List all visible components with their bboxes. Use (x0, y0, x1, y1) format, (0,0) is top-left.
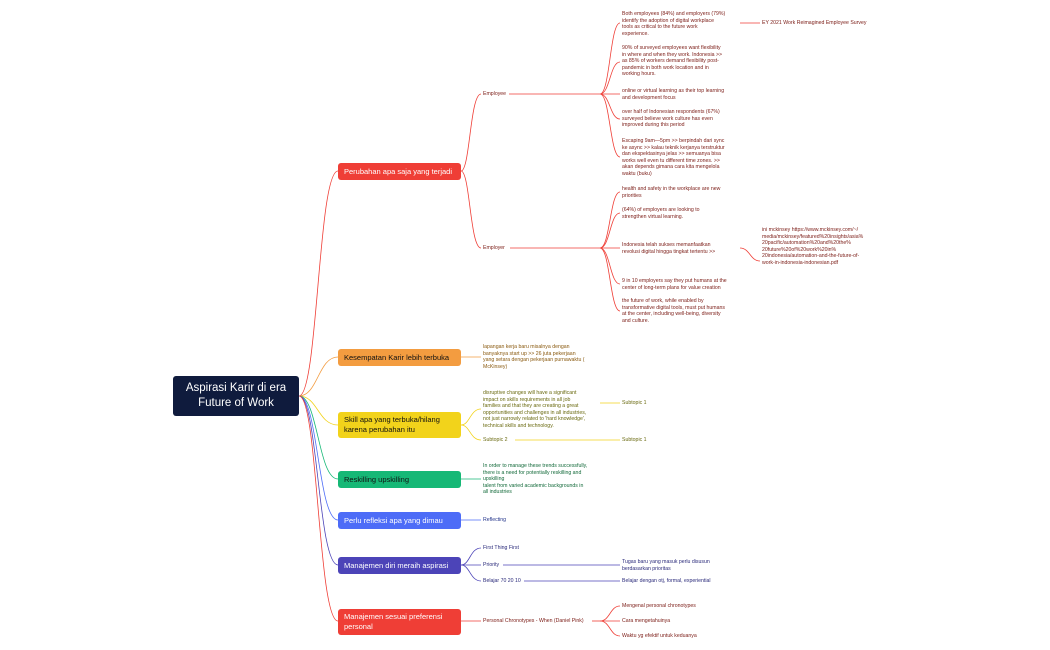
manajemen-item-belajar-note[interactable]: Belajar dengan otj, formal, experiential (622, 578, 711, 584)
manajemen-item-belajar[interactable]: Belajar 70 20 10 (483, 578, 521, 584)
employer-item-3[interactable]: Indonesia telah sukses memanfaatkan revo… (622, 242, 716, 255)
chronotypes-item-1[interactable]: Mengenal personal chronotypes (622, 603, 696, 609)
employer-item-5[interactable]: the future of work, while enabled by tra… (622, 298, 725, 324)
skill-item-2[interactable]: Subtopic 2 (483, 437, 508, 443)
employee-item-3[interactable]: online or virtual learning as their top … (622, 88, 725, 101)
refleksi-item-1[interactable]: Reflecting (483, 517, 507, 523)
employee-item-1-note[interactable]: EY 2021 Work Reimagined Employee Survey (762, 20, 867, 26)
employer-item-1[interactable]: health and safety in the workplace are n… (622, 186, 721, 199)
skill-item-1[interactable]: disruptive changes will have a significa… (483, 390, 587, 429)
reskilling-item-1[interactable]: In order to manage these trends successf… (483, 463, 588, 496)
chronotypes-item-3[interactable]: Waktu yg efektif untuk keduanya (622, 633, 697, 639)
branch-manajemen-preferensi[interactable]: Manajemen sesuai preferensi personal (338, 609, 461, 635)
employer-item-4[interactable]: 9 in 10 employers say they put humans at… (622, 278, 727, 291)
employee-item-2[interactable]: 90% of surveyed employees want flexibili… (622, 45, 723, 78)
manajemen-item-priority[interactable]: Priority (483, 562, 500, 568)
employer-item-3-note[interactable]: ini mckinsey https://www.mckinsey.com/~/… (762, 227, 864, 266)
manajemen-item-priority-note[interactable]: Tugas baru yang masuk perlu disusun berd… (622, 559, 710, 572)
branch-reskilling[interactable]: Reskilling upskilling (338, 471, 461, 488)
branch-kesempatan-karir[interactable]: Kesempatan Karir lebih terbuka (338, 349, 461, 366)
root-topic[interactable]: Aspirasi Karir di era Future of Work (173, 376, 299, 416)
subtopic-employer[interactable]: Employer (483, 245, 505, 251)
subtopic-employee[interactable]: Employee (483, 91, 507, 97)
skill-item-2-subtopic[interactable]: Subtopic 1 (622, 437, 647, 443)
branch-manajemen-diri[interactable]: Manajemen diri meraih aspirasi (338, 557, 461, 574)
preferensi-item-chronotypes[interactable]: Personal Chronotypes - When (Daniel Pink… (483, 618, 584, 624)
branch-perubahan[interactable]: Perubahan apa saja yang terjadi (338, 163, 461, 180)
branch-skill[interactable]: Skill apa yang terbuka/hilang karena per… (338, 412, 461, 438)
skill-item-1-subtopic[interactable]: Subtopic 1 (622, 400, 647, 406)
employee-item-4[interactable]: over half of Indonesian respondents (67%… (622, 109, 720, 129)
branch-refleksi[interactable]: Perlu refleksi apa yang dimau (338, 512, 461, 529)
employee-item-1[interactable]: Both employees (84%) and employers (79%)… (622, 11, 726, 37)
employee-item-5[interactable]: Escaping 9am—5pm >> berpindah dari sync … (622, 138, 725, 177)
manajemen-item-first-thing[interactable]: First Thing First (483, 545, 519, 551)
kesempatan-item-1[interactable]: lapangan kerja baru misalnya dengan bany… (483, 344, 585, 370)
chronotypes-item-2[interactable]: Cara mengetahuinya (622, 618, 671, 624)
employer-item-2[interactable]: (64%) of employers are looking to streng… (622, 207, 700, 220)
